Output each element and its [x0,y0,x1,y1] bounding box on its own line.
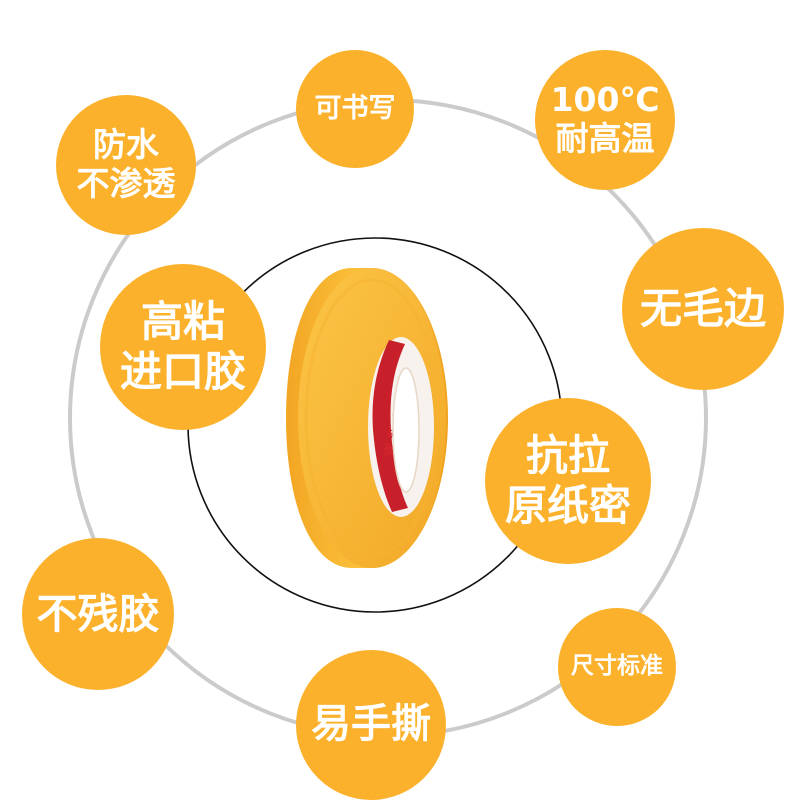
badge-easy-tear-line-1: 易手撕 [311,701,431,748]
badge-writable: 可书写 [296,50,414,168]
badge-standard-size-line-1: 尺寸标准 [571,653,663,680]
badge-imported-glue-line-1: 高粘 [140,297,225,347]
badge-tear-resistant-line-2: 原纸密 [504,481,631,530]
badge-heat-resistant: 100℃ 耐高温 [535,50,675,190]
badge-no-residue-line-1: 不残胶 [36,589,160,638]
tape-core-red-band [372,340,408,512]
badge-waterproof: 防水 不渗透 [56,95,196,235]
badge-heat-resistant-line-2: 耐高温 [555,119,655,158]
badge-easy-tear: 易手撕 [296,650,446,800]
badge-writable-line-1: 可书写 [314,93,396,125]
badge-imported-glue: 高粘 进口胶 [100,264,266,430]
tape-roll-face-shade [304,278,440,558]
badge-no-residue: 不残胶 [22,538,174,690]
tape-core-hole [392,367,420,493]
tape-roll: 宜 新 OY [286,268,448,568]
badge-heat-resistant-line-1: 100℃ [550,80,660,120]
badge-imported-glue-line-2: 进口胶 [119,347,246,396]
badge-no-burr-line-1: 无毛边 [639,284,766,334]
badge-tear-resistant-line-1: 抗拉 [525,431,610,481]
badge-no-burr: 无毛边 [622,228,784,390]
badge-waterproof-line-1: 防水 [93,125,159,165]
badge-standard-size: 尺寸标准 [558,608,676,726]
badge-tear-resistant: 抗拉 原纸密 [485,398,651,564]
badge-waterproof-line-2: 不渗透 [76,164,176,203]
